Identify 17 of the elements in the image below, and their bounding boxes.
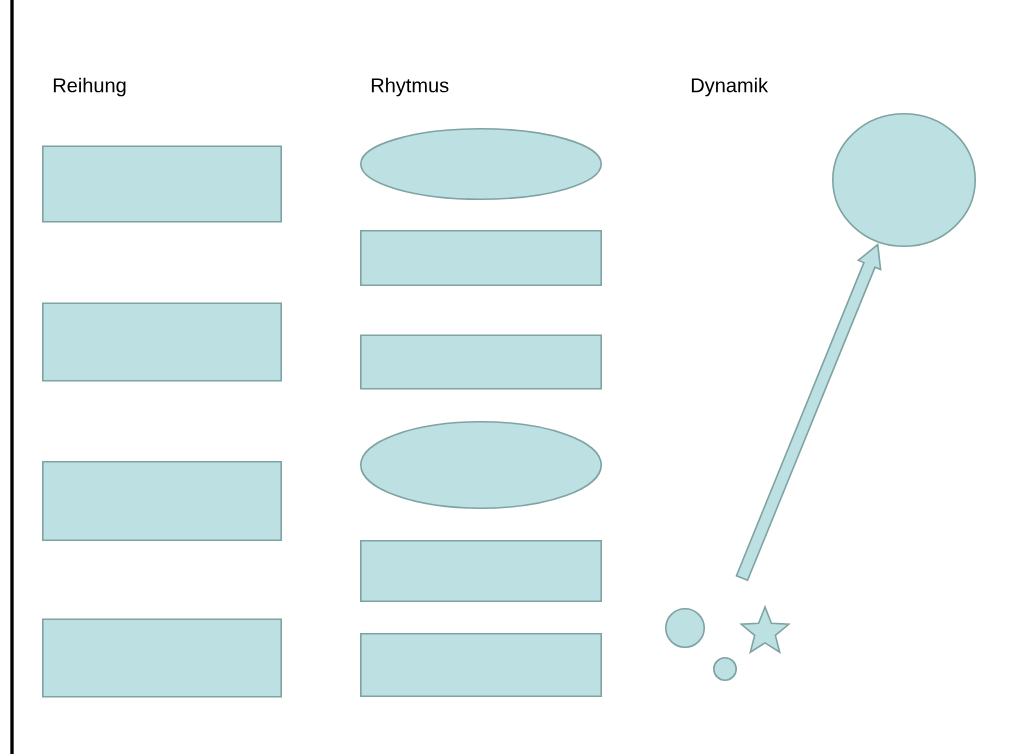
rectangle-shape <box>42 302 282 382</box>
circle-shape <box>665 608 705 648</box>
rectangle-shape <box>360 334 602 390</box>
ellipse-shape <box>360 421 602 509</box>
block-arrow <box>735 242 882 582</box>
column-heading: Dynamik <box>691 77 769 97</box>
rectangle-shape <box>360 540 602 602</box>
column-heading: Rhytmus <box>371 77 449 97</box>
rectangle-shape <box>360 633 602 697</box>
rectangle-shape <box>42 618 282 698</box>
rectangle-shape <box>42 145 282 223</box>
rectangle-shape <box>360 230 602 286</box>
column-heading: Reihung <box>53 77 126 97</box>
ellipse-shape <box>360 128 602 200</box>
rectangle-shape <box>42 461 282 541</box>
circle-shape <box>713 657 737 681</box>
circle-shape <box>832 113 976 247</box>
